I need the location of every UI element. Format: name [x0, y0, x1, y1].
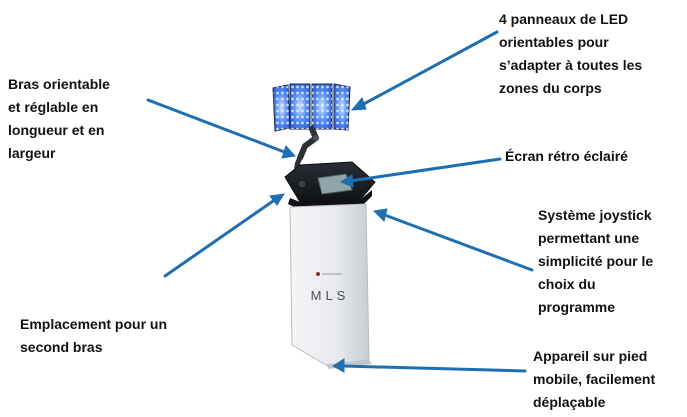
arrowhead-screen [339, 174, 354, 188]
led-panels [272, 83, 351, 132]
brand-text: MLS [311, 288, 350, 303]
arrowhead-leds [350, 97, 367, 111]
screen [317, 173, 353, 195]
arrow-screen [348, 157, 502, 183]
arrowhead-stand [332, 358, 345, 373]
stand [289, 203, 372, 369]
led-panel-4-dots [334, 84, 350, 130]
led-panel-3-dots [312, 84, 332, 129]
console-head [284, 161, 376, 210]
arrowhead-arm [281, 145, 296, 159]
arrow-stand [341, 364, 527, 373]
led-panel-1-dots [273, 85, 290, 131]
arrowhead-joy [372, 208, 388, 222]
label-led-panels: 4 panneaux de LED orientables pour s’ada… [499, 11, 643, 96]
label-second-arm: Emplacement pour un second bras [20, 316, 168, 355]
label-mobile-stand: Appareil sur pied mobile, facilement dép… [533, 348, 656, 410]
joystick [297, 179, 307, 189]
arrow-joy [380, 212, 534, 272]
arrow-second [163, 197, 278, 278]
label-arm: Bras orientable et réglable en longueur … [8, 76, 110, 161]
led-panel-2-dots [290, 84, 310, 129]
arrow-leds [358, 30, 499, 108]
arrow-arm [146, 98, 289, 155]
label-screen: Écran rétro éclairé [505, 148, 628, 164]
arrowhead-second [269, 193, 286, 206]
label-joystick: Système joystick permettant une simplici… [538, 207, 654, 315]
